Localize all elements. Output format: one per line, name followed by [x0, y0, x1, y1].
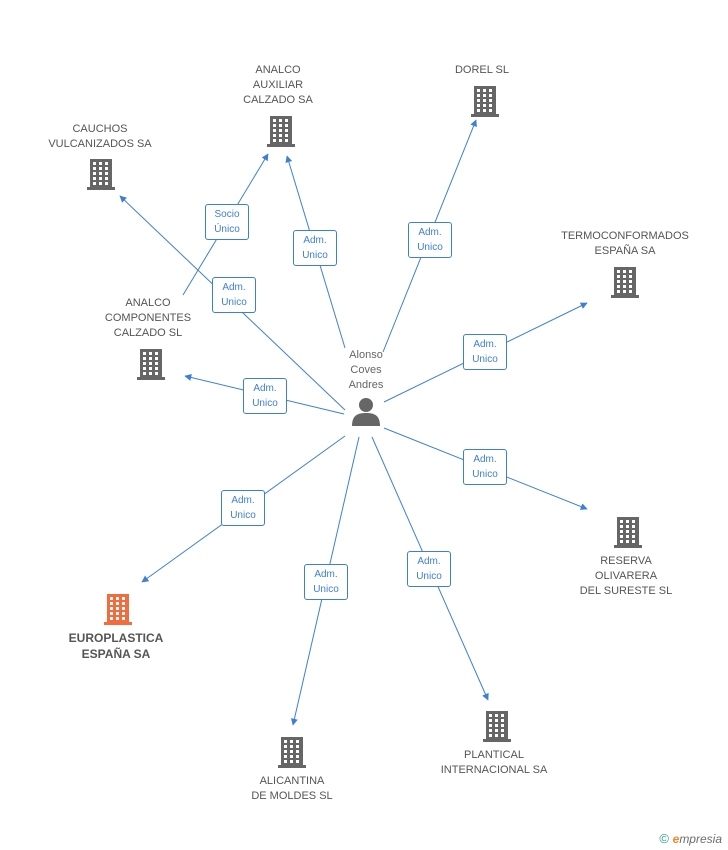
edge-label-adm-unico: Adm. Unico	[408, 222, 452, 258]
edge-label-adm-unico: Adm. Unico	[407, 551, 451, 587]
edge-label-adm-unico: Adm. Unico	[293, 230, 337, 266]
building-icon	[278, 737, 306, 768]
company-label: CAUCHOS VULCANIZADOS SA	[48, 123, 152, 150]
person-name: Alonso Coves Andres	[348, 349, 384, 391]
company-label: ANALCO COMPONENTES CALZADO SL	[104, 297, 192, 339]
company-node-termoconformados[interactable]: TERMOCONFORMADOS ESPAÑA SA	[560, 229, 690, 259]
edge-label-adm-unico: Adm. Unico	[463, 449, 507, 485]
edge-label-adm-unico: Adm. Unico	[243, 378, 287, 414]
company-label: TERMOCONFORMADOS ESPAÑA SA	[561, 230, 689, 257]
company-label: EUROPLASTICA ESPAÑA SA	[68, 631, 164, 661]
building-icon	[87, 159, 115, 190]
company-node-plantical[interactable]: PLANTICAL INTERNACIONAL SA	[436, 748, 552, 778]
building-icon	[267, 116, 295, 147]
company-node-reserva[interactable]: RESERVA OLIVARERA DEL SURESTE SL	[570, 554, 682, 599]
person-icon	[352, 398, 380, 426]
person-node[interactable]: Alonso Coves Andres	[328, 348, 404, 427]
building-icon	[611, 267, 639, 298]
building-icon	[614, 517, 642, 548]
company-label: DOREL SL	[454, 64, 509, 76]
edge-label-adm-unico: Adm. Unico	[221, 490, 265, 526]
company-node-dorel[interactable]: DOREL SL	[437, 63, 527, 78]
company-label: ANALCO AUXILIAR CALZADO SA	[243, 64, 313, 106]
company-node-alicantina[interactable]: ALICANTINA DE MOLDES SL	[240, 774, 344, 804]
company-node-cauchos[interactable]: CAUCHOS VULCANIZADOS SA	[40, 122, 160, 152]
company-label: ALICANTINA DE MOLDES SL	[251, 775, 333, 802]
building-icon	[137, 349, 165, 380]
copyright-icon: ©	[659, 831, 669, 846]
company-node-analco-componentes[interactable]: ANALCO COMPONENTES CALZADO SL	[100, 296, 196, 341]
company-label: PLANTICAL INTERNACIONAL SA	[440, 749, 548, 776]
edge-label-socio-unico: Socio Único	[205, 204, 249, 240]
edge-label-adm-unico: Adm. Unico	[463, 334, 507, 370]
building-icon	[104, 594, 132, 625]
building-icon	[471, 86, 499, 117]
company-node-europlastica[interactable]: EUROPLASTICA ESPAÑA SA	[55, 630, 177, 662]
company-label: RESERVA OLIVARERA DEL SURESTE SL	[579, 555, 673, 597]
brand-logo: empresia	[672, 832, 722, 846]
footer-brand[interactable]: © empresia	[659, 831, 722, 846]
building-icon	[483, 711, 511, 742]
edge-label-adm-unico: Adm. Unico	[304, 564, 348, 600]
edge-label-adm-unico: Adm. Unico	[212, 277, 256, 313]
company-node-analco-auxiliar[interactable]: ANALCO AUXILIAR CALZADO SA	[233, 63, 323, 108]
